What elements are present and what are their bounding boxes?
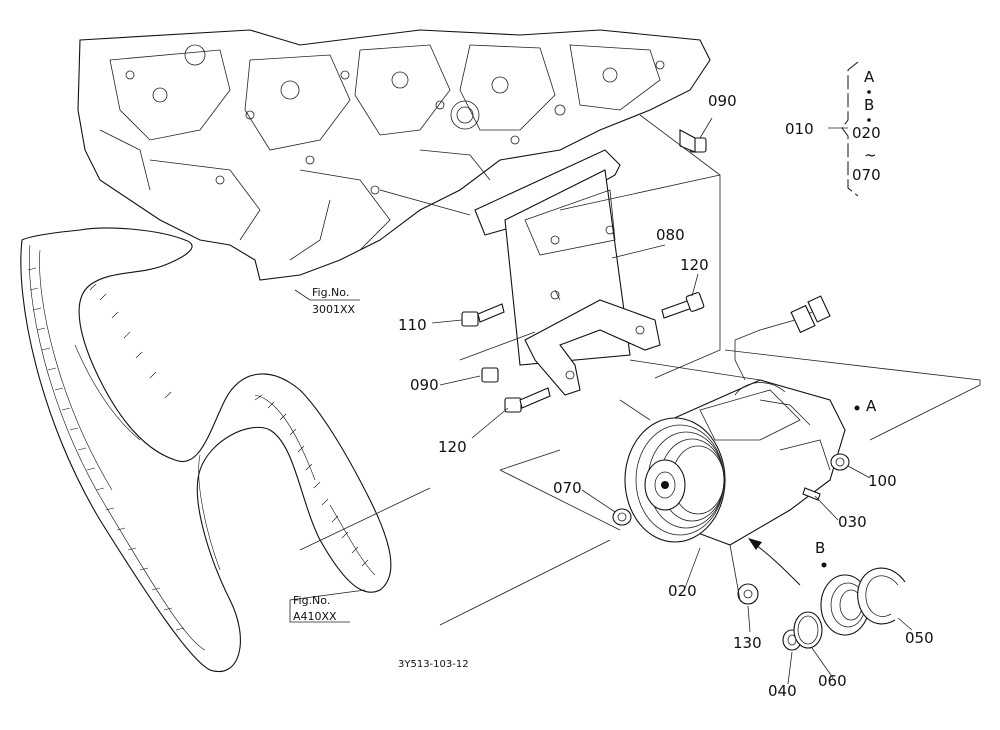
callout-120-right: 120: [680, 256, 709, 274]
bracket-group-list: A B 020 ~ 070: [852, 68, 881, 184]
group-item-070: 070: [852, 166, 881, 184]
group-item-a: A: [864, 68, 875, 86]
callout-060: 060: [818, 672, 847, 690]
figure-references: Fig.No. 3001XX Fig.No. A410XX: [293, 286, 356, 623]
bracket-plate-080: [474, 149, 661, 396]
ref-belt-line1: Fig.No.: [293, 594, 330, 607]
drive-belt-illustration: [20, 227, 392, 673]
bolt-120-right: [661, 292, 705, 319]
bearing-b: [820, 574, 870, 636]
nut-070: [612, 508, 632, 526]
callout-110: 110: [398, 316, 427, 334]
snap-ring-050: [857, 567, 906, 625]
callout-040: 040: [768, 682, 797, 700]
small-hardware: [461, 129, 906, 651]
engine-block-illustration: [77, 29, 711, 281]
callout-090-middle: 090: [410, 376, 439, 394]
assembly-guide-lines: [299, 114, 981, 626]
bolt-110: [461, 303, 505, 327]
ref-engine-line2: 3001XX: [312, 303, 356, 316]
group-item-tilde: ~: [864, 146, 877, 164]
callout-130: 130: [733, 634, 762, 652]
mark-a: A: [866, 397, 877, 415]
callout-080: 080: [656, 226, 685, 244]
callout-050: 050: [905, 629, 934, 647]
group-item-020: 020: [852, 124, 881, 142]
nut-130: [737, 583, 759, 605]
callout-020: 020: [668, 582, 697, 600]
callout-030: 030: [838, 513, 867, 531]
mark-b: B: [815, 539, 825, 557]
callout-010: 010: [785, 120, 814, 138]
bolt-090-middle: [481, 367, 499, 383]
bolt-090-top: [679, 129, 707, 153]
callout-labels: 090 080 120 110 090 120 070 100 030 020 …: [398, 92, 934, 700]
nut-100: [830, 453, 850, 471]
leader-lines: [289, 61, 913, 685]
ref-belt-line2: A410XX: [293, 610, 337, 623]
callout-070: 070: [553, 479, 582, 497]
compressor-illustration: [624, 295, 846, 546]
callout-100: 100: [868, 472, 897, 490]
snap-ring-060: [793, 611, 823, 649]
callout-090-top: 090: [708, 92, 737, 110]
ref-engine-line1: Fig.No.: [312, 286, 349, 299]
bolt-120-lower: [504, 387, 551, 413]
callout-120-lower: 120: [438, 438, 467, 456]
drawing-code: 3Y513-103-12: [398, 659, 469, 670]
group-item-b: B: [864, 96, 874, 114]
